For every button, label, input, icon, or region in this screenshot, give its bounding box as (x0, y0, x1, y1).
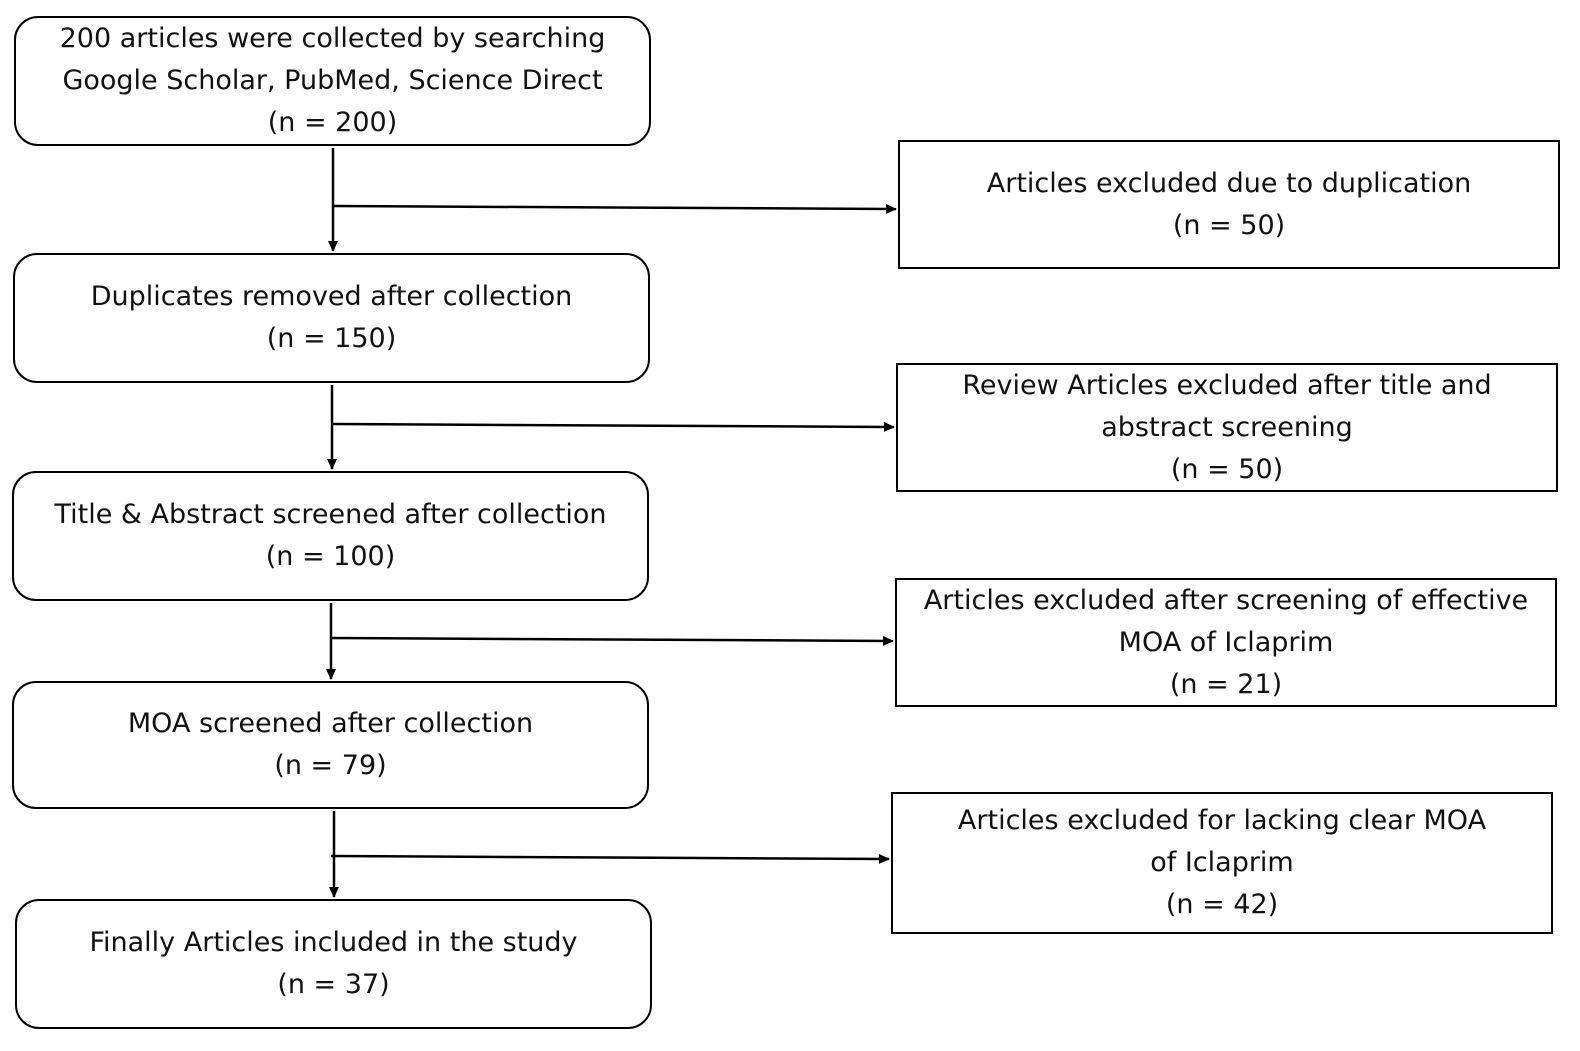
box-count: (n = 79) (274, 750, 387, 781)
box-count: (n = 21) (1169, 668, 1283, 700)
exclusion-arrow-3 (330, 635, 894, 646)
exclusion-arrow-4 (330, 853, 890, 864)
exclusion-arrow-1 (332, 203, 897, 214)
box-text-line: Review Articles excluded after title and (962, 369, 1492, 401)
box-text-line: Title & Abstract screened after collecti… (54, 499, 607, 530)
box-text-line: Articles excluded after screening of eff… (923, 584, 1529, 616)
excluded-review-articles-box: Review Articles excluded after title and… (896, 363, 1558, 492)
box-text-line: MOA of Iclaprim (1118, 626, 1334, 658)
box-count: (n = 50) (1172, 209, 1286, 241)
box-count: (n = 150) (266, 323, 397, 354)
box-text-line: MOA screened after collection (127, 708, 534, 739)
title-abstract-screened-box: Title & Abstract screened after collecti… (12, 471, 649, 601)
included-articles-box: Finally Articles included in the study (… (15, 899, 652, 1029)
box-text-line: Google Scholar, PubMed, Science Direct (62, 65, 603, 96)
box-count: (n = 42) (1165, 889, 1279, 920)
box-count: (n = 50) (1170, 453, 1284, 485)
box-text-line: of Iclaprim (1150, 847, 1294, 878)
excluded-effective-moa-box: Articles excluded after screening of eff… (895, 578, 1557, 707)
box-text-line: Articles excluded for lacking clear MOA (957, 805, 1487, 836)
box-text-line: abstract screening (1101, 411, 1353, 443)
exclusion-arrow-2 (331, 421, 895, 432)
duplicates-removed-box: Duplicates removed after collection (n =… (13, 253, 650, 383)
box-count: (n = 100) (265, 541, 396, 572)
excluded-duplication-box: Articles excluded due to duplication (n … (898, 140, 1560, 269)
box-count: (n = 200) (267, 107, 398, 138)
box-text-line: Duplicates removed after collection (90, 281, 573, 312)
collected-articles-box: 200 articles were collected by searching… (14, 16, 651, 146)
box-count: (n = 37) (277, 969, 390, 1000)
excluded-unclear-moa-box: Articles excluded for lacking clear MOA … (891, 792, 1553, 934)
moa-screened-box: MOA screened after collection (n = 79) (12, 681, 649, 809)
box-text-line: Finally Articles included in the study (89, 927, 578, 958)
box-text-line: Articles excluded due to duplication (986, 167, 1472, 199)
box-text-line: 200 articles were collected by searching (59, 23, 606, 54)
